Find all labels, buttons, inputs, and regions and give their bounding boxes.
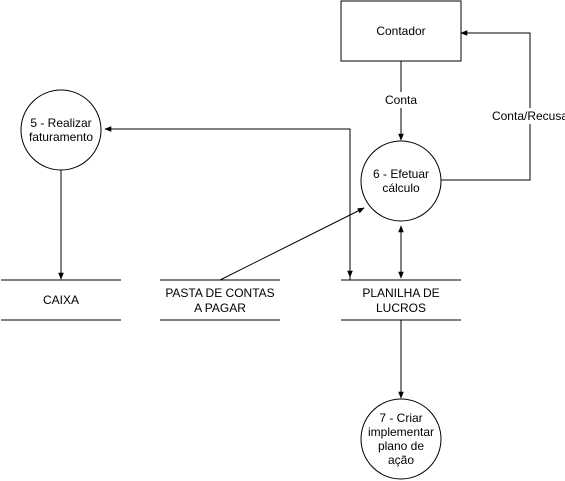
process-5-label-line1: 5 - Realizar — [30, 116, 91, 130]
edge-label-conta: Conta — [385, 93, 417, 107]
planilha-store-label-line2: LUCROS — [376, 301, 426, 315]
edge-pasta-to-p6 — [219, 207, 365, 281]
edge-label-conta-recusa: Conta/Recusa — [492, 109, 565, 123]
process-5-label-line2: faturamento — [29, 130, 93, 144]
pasta-store-label-line1: PASTA DE CONTAS — [165, 286, 274, 300]
process-7-label-line2: implementar — [368, 425, 434, 439]
caixa-store-label: CAIXA — [43, 293, 79, 307]
process-7-label-line1: 7 - Criar — [379, 411, 422, 425]
contador-entity — [340, 0, 462, 62]
process-7-circle — [360, 398, 442, 480]
process-5-circle — [20, 89, 102, 171]
process-7-label-line4: ação — [388, 453, 414, 467]
process-6-label-line2: cálculo — [382, 181, 420, 195]
pasta-store-label-line2: A PAGAR — [194, 301, 246, 315]
process-6-label-line1: 6 - Efetuar — [373, 167, 429, 181]
edge-p6-to-contador — [440, 30, 531, 181]
process-6-circle — [360, 140, 442, 222]
contador-label: Contador — [376, 24, 425, 38]
process-7-label-line3: plano de — [378, 439, 424, 453]
planilha-store-label-line1: PLANILHA DE — [362, 286, 439, 300]
edge-planilha-to-p5 — [104, 126, 351, 280]
